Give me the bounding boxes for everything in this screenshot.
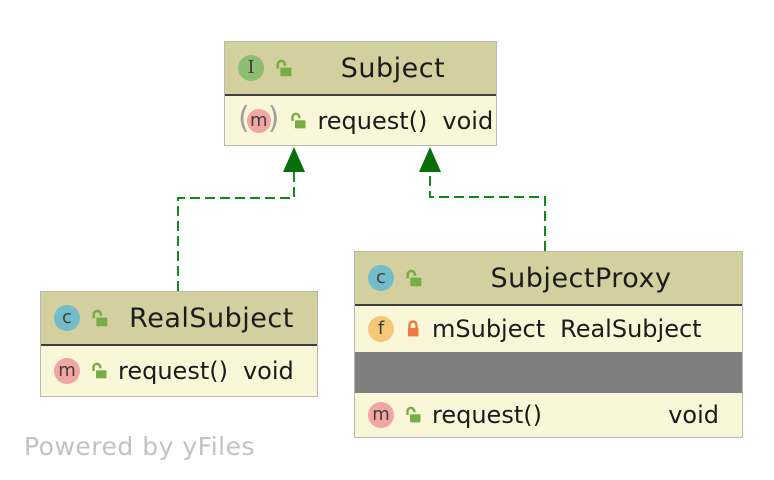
class-icon-letter: c [376,267,386,288]
node-title: SubjectProxy [490,262,672,294]
abstract-method-icon: ( m ) [238,100,280,136]
member-row-request[interactable]: m request() void [41,346,317,396]
arrowhead-icon [283,147,305,172]
member-row-request[interactable]: m request() void [355,393,742,437]
realization-edge-realsubject-to-subject[interactable] [177,147,305,291]
yfiles-watermark: Powered by yFiles [24,432,255,461]
field-icon: f [368,316,394,342]
node-header: c RealSubject [41,292,317,346]
public-open-lock-icon [92,362,107,379]
method-name: request() [317,106,428,135]
method-icon: m [368,402,394,428]
interface-icon: I [238,55,264,81]
field-row-msubject[interactable]: f mSubject RealSubject [355,306,742,352]
method-icon-letter: m [58,360,76,381]
class-node-subject[interactable]: I Subject ( m ) request() void [224,41,497,146]
method-return-type: void [668,401,719,429]
interface-icon-letter: I [247,57,255,78]
node-title: RealSubject [129,302,294,334]
public-open-lock-icon [406,406,421,423]
field-icon-letter: f [377,318,385,339]
node-header: c SubjectProxy [355,252,742,306]
public-open-lock-icon [291,112,306,128]
node-header: I Subject [225,42,496,96]
member-row-request[interactable]: ( m ) request() void [225,96,496,145]
method-icon-letter: m [372,404,390,425]
public-open-lock-icon [92,309,108,326]
public-open-lock-icon [276,59,292,76]
method-name: request() [432,401,542,429]
node-title: Subject [340,52,446,84]
public-open-lock-icon [406,269,422,286]
class-node-subjectproxy[interactable]: c SubjectProxy f mSubject RealSubject m [354,251,743,438]
arrowhead-icon [419,147,441,172]
method-name: request() [118,357,228,385]
class-node-realsubject[interactable]: c RealSubject m request() void [40,291,318,397]
realization-edge-subjectproxy-to-subject[interactable] [419,147,546,251]
class-icon-letter: c [62,307,72,328]
class-icon: c [54,305,80,331]
field-name: mSubject [432,315,546,343]
method-return-type: void [442,106,494,135]
method-return-type: void [242,357,294,385]
private-closed-lock-icon [408,320,419,337]
class-icon: c [368,265,394,291]
method-icon-letter: m [249,109,268,131]
field-type: RealSubject [560,315,702,343]
method-icon: m [54,358,80,384]
section-separator-bar [355,352,742,393]
